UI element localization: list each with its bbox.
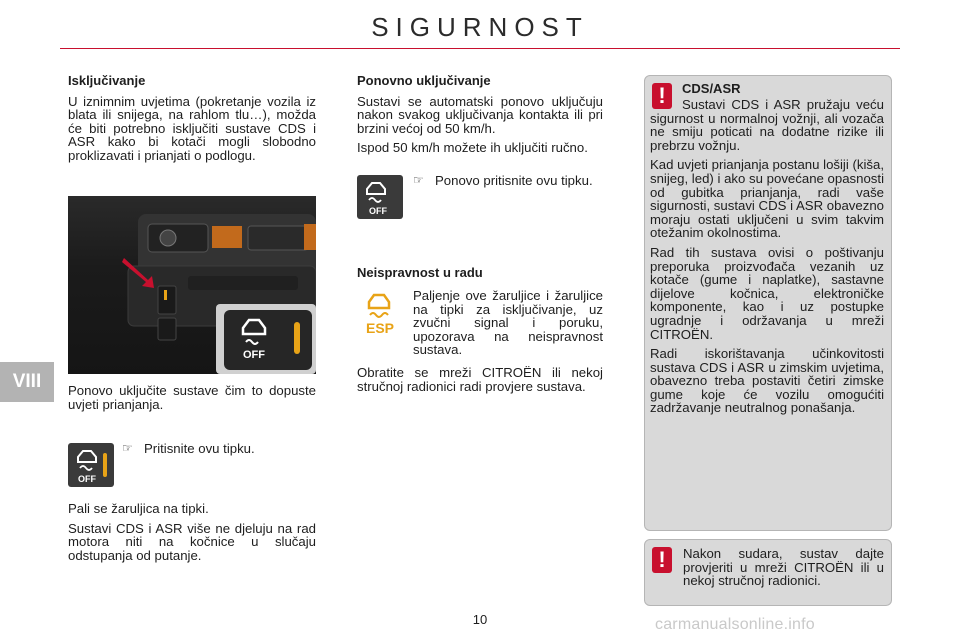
pointing-hand-icon: ☞ bbox=[413, 173, 424, 187]
page-number: 10 bbox=[472, 612, 488, 627]
manual-reactivate-text: Ispod 50 km/h možete ih uključiti ručno. bbox=[357, 140, 588, 156]
section-heading: Neispravnost u radu bbox=[357, 265, 483, 280]
systems-disabled-text: Sustavi CDS i ASR više ne djeluju na rad… bbox=[68, 520, 316, 563]
header-divider bbox=[60, 48, 900, 49]
fault-description: Paljenje ove žaruljice i žaruljice na ti… bbox=[413, 288, 603, 358]
step-press-again: ☞ Ponovo pritisnite ovu tipku. bbox=[413, 173, 593, 188]
dashboard-illustration: OFF bbox=[122, 214, 316, 374]
cds-off-button-icon: OFF bbox=[68, 443, 114, 487]
warning-icon: ! bbox=[652, 83, 672, 109]
section-disable: Isključivanje U iznimnim uvjetima (pokre… bbox=[68, 74, 316, 169]
infobox-paragraph: Radi iskorištavanja učinkovitosti sustav… bbox=[650, 346, 884, 416]
svg-text:OFF: OFF bbox=[369, 206, 387, 216]
auto-reactivate-text: Sustavi se automatski ponovo uključuju n… bbox=[357, 93, 603, 136]
pointing-hand-icon: ☞ bbox=[122, 441, 133, 455]
site-watermark: carmanualsonline.info bbox=[655, 616, 815, 633]
svg-text:OFF: OFF bbox=[243, 349, 265, 361]
infobox-heading: CDS/ASR bbox=[682, 81, 741, 96]
cds-asr-infobox bbox=[644, 75, 892, 531]
intro-paragraph: U iznimnim uvjetima (pokretanje vozila i… bbox=[68, 93, 316, 163]
infobox-paragraph: Sustavi CDS i ASR pružaju veću sigurnost… bbox=[650, 97, 884, 153]
section-heading: Isključivanje bbox=[68, 73, 146, 88]
infobox-paragraph: Rad tih sustava ovisi o poštivanju prepo… bbox=[650, 244, 884, 342]
infobox-paragraph: Kad uvjeti prianjanja postanu lošiji (ki… bbox=[650, 157, 884, 241]
cds-off-button-icon: OFF bbox=[357, 175, 403, 219]
photo-caption: Ponovo uključite sustave čim to dopuste … bbox=[68, 383, 316, 412]
svg-text:ESP: ESP bbox=[366, 320, 394, 336]
dashboard-photo: OFF bbox=[68, 196, 316, 374]
alertbox-text: Nakon sudara, sustav dajte provjeriti u … bbox=[683, 546, 884, 589]
section-reactivate: Ponovno uključivanje Sustavi se automats… bbox=[357, 74, 603, 161]
chapter-tab[interactable]: VIII bbox=[0, 362, 54, 402]
section-heading: Ponovno uključivanje bbox=[357, 73, 491, 88]
page-title: SIGURNOST bbox=[371, 12, 589, 42]
warning-icon: ! bbox=[652, 547, 672, 573]
fault-contact-text: Obratite se mreži CITROËN ili nekoj stru… bbox=[357, 365, 603, 394]
step-press-button: ☞ Pritisnite ovu tipku. bbox=[122, 441, 255, 456]
collision-alertbox bbox=[644, 539, 892, 606]
lamp-on-text: Pali se žaruljica na tipki. bbox=[68, 501, 209, 516]
esp-warning-icon: ESP bbox=[360, 290, 398, 336]
svg-text:OFF: OFF bbox=[78, 474, 96, 484]
